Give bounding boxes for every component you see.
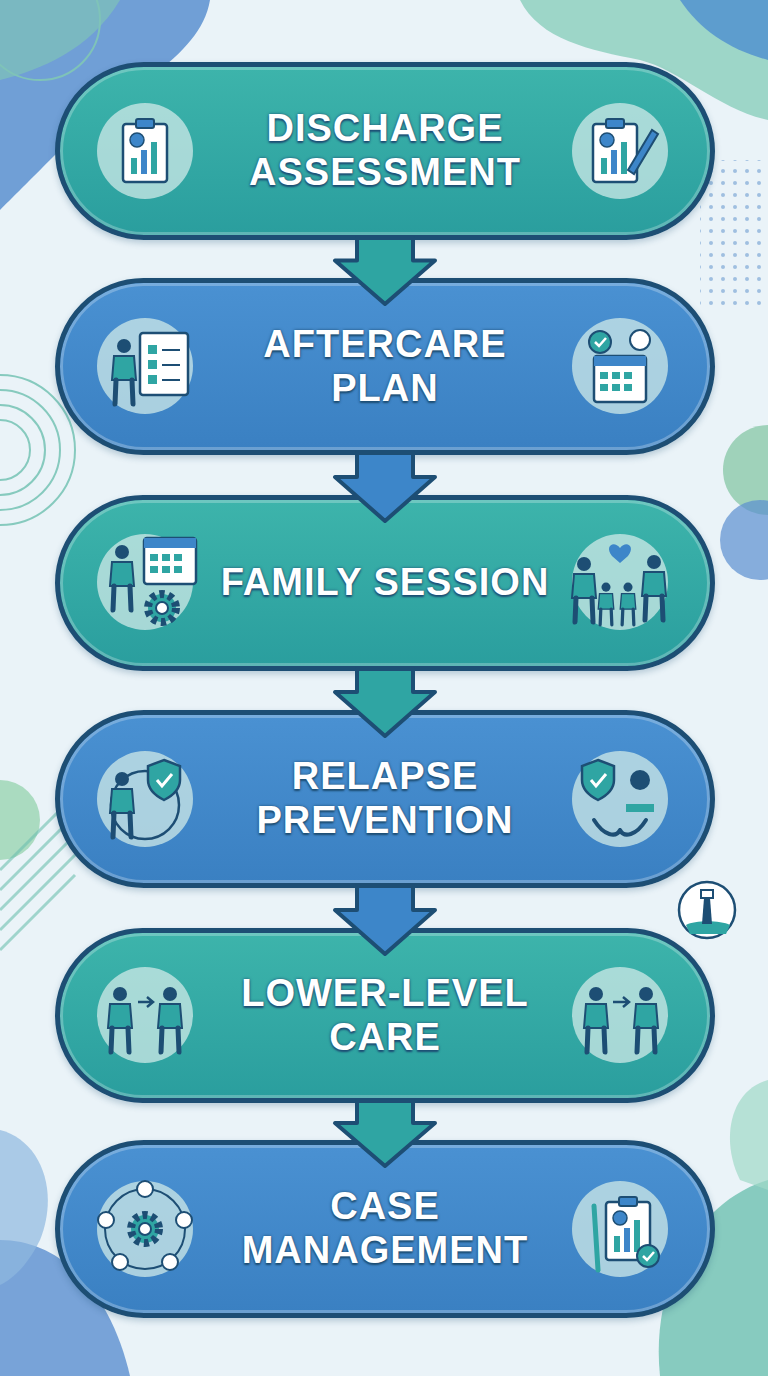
lighthouse-badge: [679, 882, 735, 938]
process-pill: LOWER-LEVEL CARE: [55, 928, 715, 1103]
step-label: RELAPSE PREVENTION: [215, 755, 555, 842]
process-pill: FAMILY SESSION: [55, 495, 715, 671]
flow-arrow: [335, 669, 435, 736]
case-icons: [98, 1181, 659, 1270]
icon-circles: [97, 103, 668, 1277]
flow-arrow: [335, 886, 435, 954]
step-label: AFTERCARE PLAN: [215, 323, 555, 410]
process-pill: RELAPSE PREVENTION: [55, 710, 715, 888]
step-label: CASE MANAGEMENT: [215, 1185, 555, 1272]
assessment-icons: [123, 119, 658, 182]
flow-arrow: [335, 453, 435, 521]
flow-arrow: [335, 1101, 435, 1166]
plan-icons: [112, 330, 650, 404]
family-icons: [110, 538, 666, 625]
process-pill: CASE MANAGEMENT: [55, 1140, 715, 1318]
step-label: FAMILY SESSION: [215, 561, 555, 605]
step-label: DISCHARGE ASSESSMENT: [215, 107, 555, 194]
relapse-icons: [110, 760, 654, 839]
transition-icons: [108, 987, 658, 1052]
process-pill: AFTERCARE PLAN: [55, 278, 715, 455]
step-label: LOWER-LEVEL CARE: [215, 972, 555, 1059]
flow-arrow: [335, 238, 435, 304]
process-pill: DISCHARGE ASSESSMENT: [55, 62, 715, 240]
